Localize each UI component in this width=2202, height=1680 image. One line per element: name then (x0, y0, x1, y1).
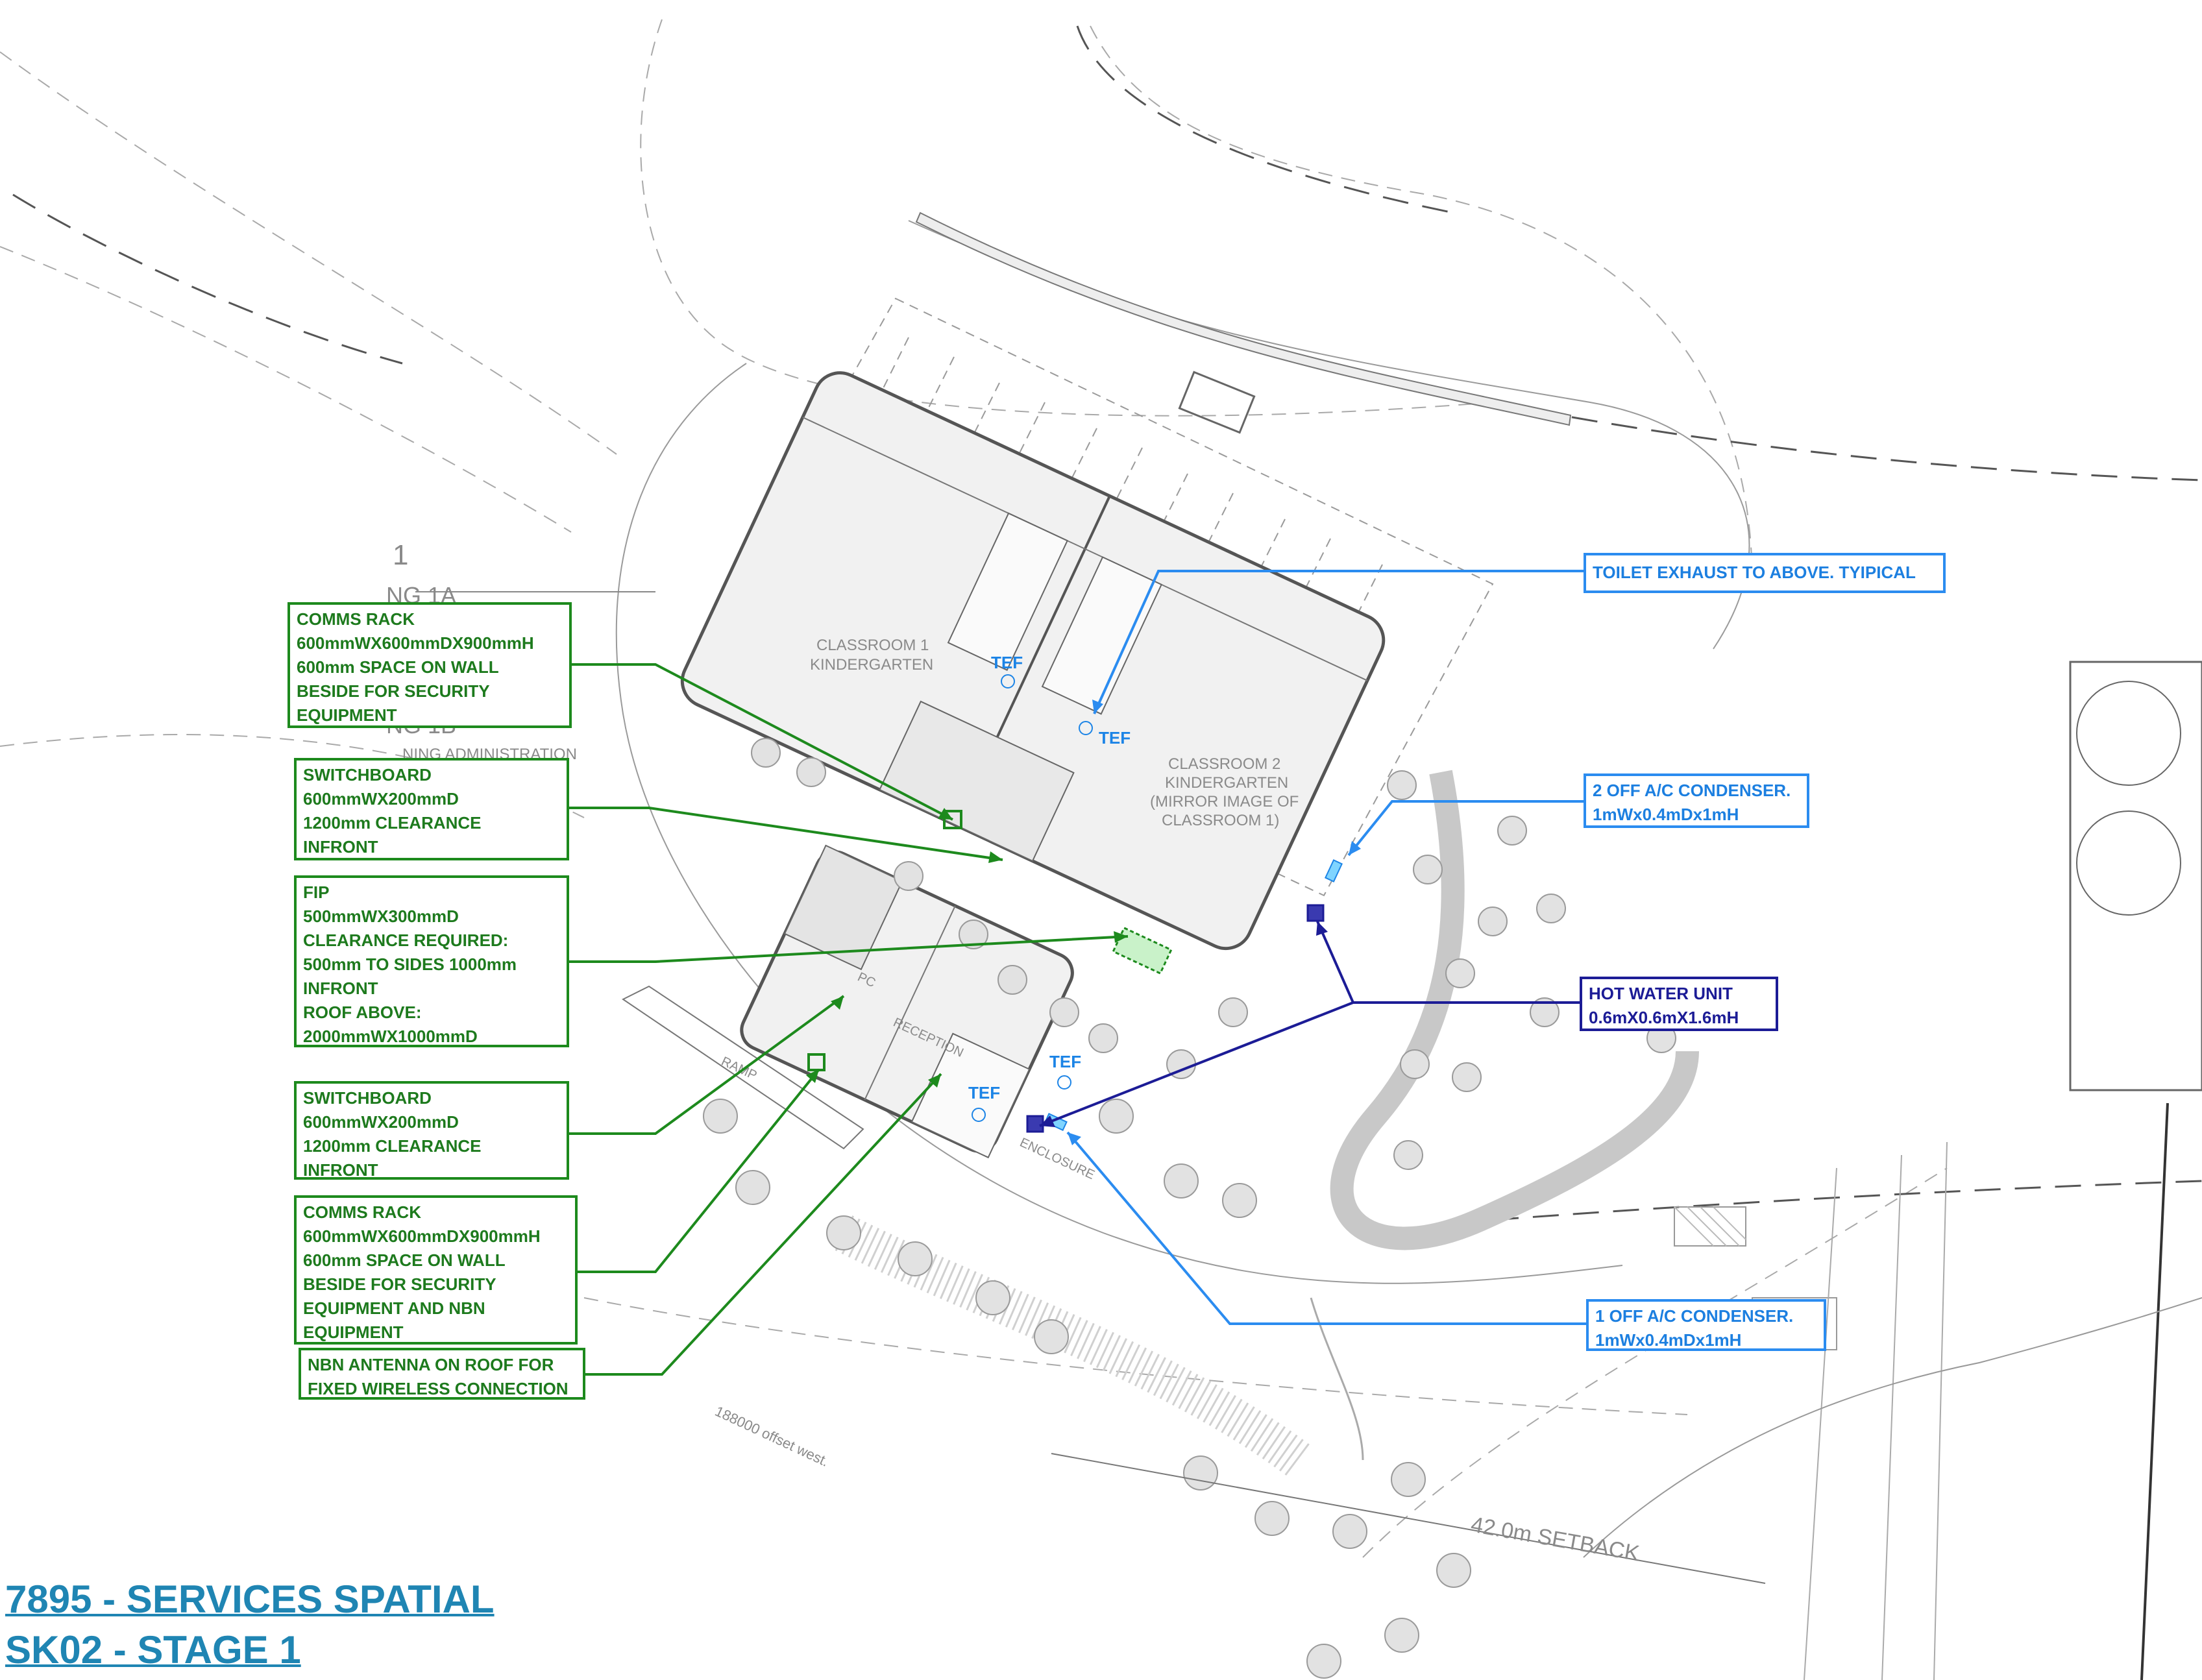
ac-condenser-callout-1: 1 OFF A/C CONDENSER. 1mWx0.4mDx1mH (1586, 1299, 1826, 1351)
green-leaders (569, 663, 1129, 1376)
switchboard-callout-2: SWITCHBOARD 600mmWX200mmD 1200mm CLEARAN… (294, 1081, 569, 1180)
tef-label: TEF (1099, 728, 1131, 748)
hot-water-callout: HOT WATER UNIT 0.6mX0.6mX1.6mH (1580, 977, 1778, 1031)
garden-path (1330, 770, 1699, 1250)
hot-water-symbol (1026, 1115, 1044, 1133)
setback-label: 42.0m SETBACK (1469, 1512, 1642, 1566)
tef-label: TEF (1049, 1052, 1081, 1071)
fan-icon (972, 1108, 986, 1122)
tef-markers: TEF TEF TEF TEF (968, 653, 1131, 1122)
parking-bays (719, 297, 1494, 897)
tef-label: TEF (991, 653, 1023, 672)
fan-icon (1057, 1075, 1071, 1090)
classroom1-label: CLASSROOM 1 (816, 637, 929, 654)
boundary-lines (12, 25, 2202, 1221)
comms-rack-symbol (807, 1053, 826, 1071)
toilet-exhaust-callout: TOILET EXHAUST TO ABOVE. TYIPICAL (1584, 553, 1946, 593)
comms-rack-callout-1: COMMS RACK 600mmWX600mmDX900mmH 600mm SP… (287, 602, 572, 728)
fan-icon (1001, 674, 1015, 688)
classroom-building (680, 371, 1386, 951)
svg-text:CLASSROOM 1): CLASSROOM 1) (1162, 812, 1279, 829)
tef-label: TEF (968, 1083, 1000, 1102)
nbn-antenna-callout: NBN ANTENNA ON ROOF FOR FIXED WIRELESS C… (299, 1348, 585, 1400)
road-area (1583, 661, 2202, 1680)
offset-label: 188000 offset west. (713, 1403, 831, 1470)
ramp (622, 985, 864, 1150)
svg-text:(MIRROR IMAGE OF: (MIRROR IMAGE OF (1150, 793, 1299, 810)
fip-callout: FIP 500mmWX300mmD CLEARANCE REQUIRED: 50… (294, 875, 569, 1047)
covered-walkway (915, 212, 1572, 426)
switchboard-callout-1: SWITCHBOARD 600mmWX200mmD 1200mm CLEARAN… (294, 758, 569, 860)
hot-water-symbol (1306, 904, 1325, 922)
blue-leaders (1066, 570, 1587, 1325)
ac-condenser-callout-2: 2 OFF A/C CONDENSER. 1mWx0.4mDx1mH (1584, 773, 1809, 828)
setback-dimension (1051, 1453, 1766, 1584)
comms-rack-callout-2: COMMS RACK 600mmWX600mmDX900mmH 600mm SP… (294, 1195, 578, 1345)
svg-text:KINDERGARTEN: KINDERGARTEN (810, 656, 933, 674)
building-number: 1 (393, 539, 408, 571)
contour-lines (0, 19, 1948, 1558)
trees (703, 738, 1676, 1679)
admin-building (740, 844, 1074, 1159)
fan-icon (1079, 721, 1093, 735)
comms-rack-symbol (943, 810, 962, 829)
svg-text:ENCLOSURE: ENCLOSURE (1018, 1136, 1097, 1183)
svg-text:KINDERGARTEN: KINDERGARTEN (1165, 774, 1288, 792)
drawing-subtitle: SK02 - STAGE 1 (5, 1628, 301, 1672)
classroom2-label: CLASSROOM 2 (1168, 755, 1280, 773)
ramp-label: RAMP (719, 1054, 759, 1083)
drawing-title: 7895 - SERVICES SPATIAL (5, 1577, 495, 1621)
navy-leaders (1039, 921, 1580, 1127)
ac-condenser-symbol (1324, 859, 1343, 883)
